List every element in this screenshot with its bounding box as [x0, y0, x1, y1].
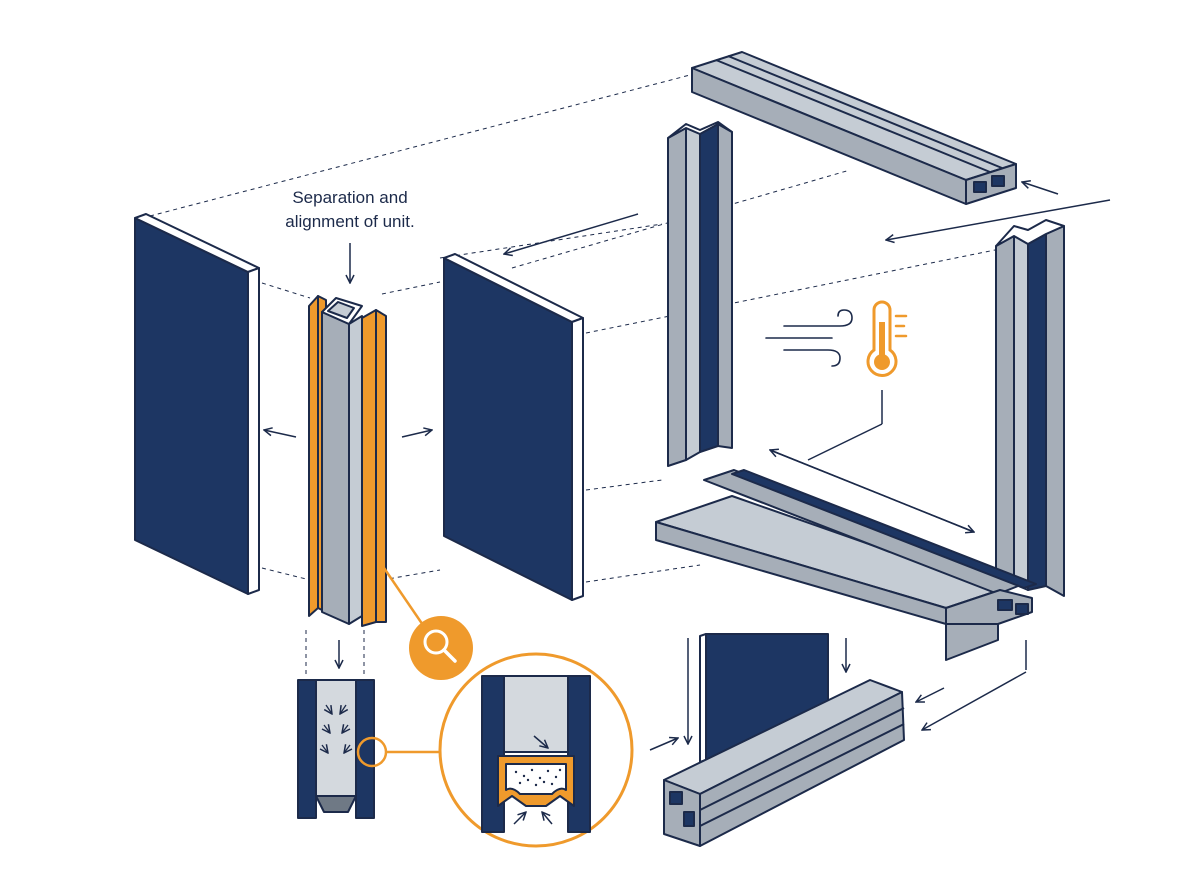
expansion-indicator	[770, 390, 974, 532]
separation-arrows	[264, 243, 432, 668]
spacer-bar	[308, 295, 387, 627]
alignment-guides	[149, 74, 996, 678]
separation-alignment-label: Separation and alignment of unit.	[250, 186, 450, 234]
middle-glass-pane	[443, 253, 584, 601]
magnifier-callout	[356, 567, 634, 848]
magnified-detail	[481, 675, 591, 833]
assembly-arrows	[504, 182, 1111, 751]
assembled-sash	[663, 633, 905, 847]
label-line-2: alignment of unit.	[285, 212, 415, 231]
right-frame-profile	[995, 219, 1065, 597]
thermometer-icon	[866, 300, 908, 377]
top-frame-profile	[691, 51, 1017, 205]
spacer-cross-section	[297, 679, 375, 819]
left-frame-profile	[667, 121, 733, 467]
left-glass-pane	[134, 213, 260, 595]
label-line-1: Separation and	[292, 188, 408, 207]
magnifier-icon	[409, 616, 473, 680]
wind-icon	[765, 309, 853, 367]
bottom-sill-profile	[655, 469, 1037, 661]
